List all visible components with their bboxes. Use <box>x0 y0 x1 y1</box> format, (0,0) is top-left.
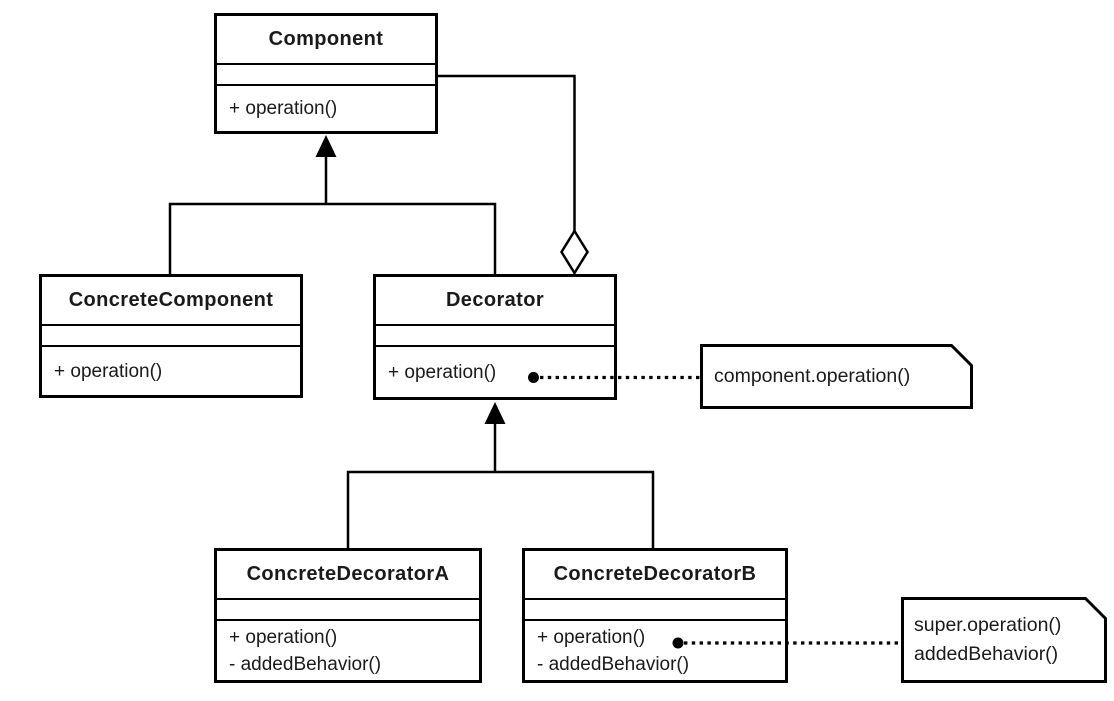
class-methods-component: + operation() <box>217 86 435 131</box>
method-label: + operation() <box>229 98 338 119</box>
inheritance-arrow-icon <box>484 402 506 424</box>
class-name-concrete-decorator-b: ConcreteDecoratorB <box>525 551 785 600</box>
note-line: super.operation() <box>914 614 1062 636</box>
note-line: component.operation() <box>714 365 911 387</box>
generalization-tree-to-decorator <box>346 402 655 548</box>
note-line: addedBehavior() <box>914 643 1059 665</box>
class-name-concrete-component: ConcreteComponent <box>42 277 300 326</box>
class-box-concrete-decorator-a: ConcreteDecoratorA + operation() - added… <box>214 548 482 683</box>
class-attributes-decorator <box>376 326 614 347</box>
aggregation-diamond-icon <box>560 228 589 276</box>
method-label: + operation() <box>388 361 497 383</box>
class-methods-decorator: + operation() <box>376 347 614 397</box>
method-label: + operation() <box>54 360 163 382</box>
method-label: + operation() <box>229 626 338 648</box>
class-name-decorator: Decorator <box>376 277 614 326</box>
class-box-concrete-decorator-b: ConcreteDecoratorB + operation() - added… <box>522 548 788 683</box>
class-attributes-concrete-component <box>42 326 300 347</box>
method-label: + operation() <box>537 626 646 648</box>
class-methods-concrete-component: + operation() <box>42 347 300 395</box>
class-box-decorator: Decorator + operation() <box>373 274 617 400</box>
generalization-tree-to-component <box>168 135 497 274</box>
note-component-operation: component.operation() <box>714 347 959 406</box>
class-attributes-concrete-decorator-a <box>217 600 479 621</box>
note-super-operation: super.operation() addedBehavior() <box>914 600 1096 680</box>
class-box-concrete-component: ConcreteComponent + operation() <box>39 274 303 398</box>
class-name-component: Component <box>217 16 435 65</box>
method-label: - addedBehavior() <box>537 653 690 675</box>
class-name-concrete-decorator-a: ConcreteDecoratorA <box>217 551 479 600</box>
class-methods-concrete-decorator-b: + operation() - addedBehavior() <box>525 621 785 680</box>
class-box-component: Component + operation() <box>214 13 438 134</box>
class-attributes-component <box>217 65 435 86</box>
class-attributes-concrete-decorator-b <box>525 600 785 621</box>
aggregation-connector <box>438 74 589 276</box>
class-methods-concrete-decorator-a: + operation() - addedBehavior() <box>217 621 479 680</box>
method-label: - addedBehavior() <box>229 653 382 675</box>
inheritance-arrow-icon <box>315 135 337 157</box>
